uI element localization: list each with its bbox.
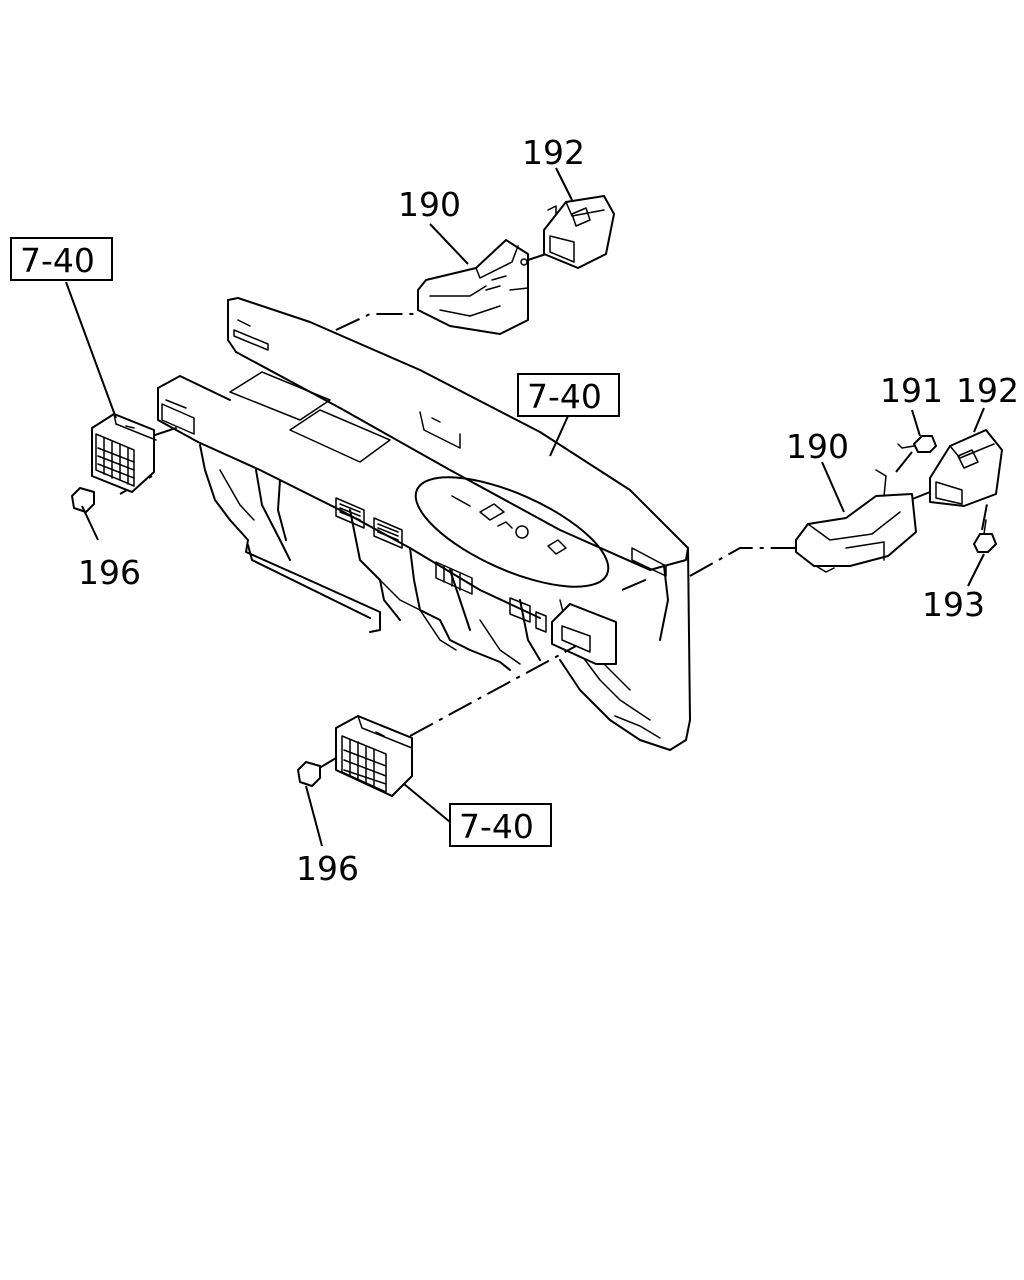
upper-duct-192: [543, 195, 615, 269]
callout-7-40-center: 7-40: [527, 377, 602, 416]
callout-193-right: 193: [922, 585, 985, 624]
ref-box-bottom: [449, 803, 552, 847]
callout-7-40-left: 7-40: [20, 241, 95, 280]
bottom-vent: [335, 715, 413, 797]
instrument-panel: [157, 297, 691, 751]
callout-190-top: 190: [398, 185, 461, 224]
ref-box-center: [517, 373, 620, 417]
right-duct-190: [795, 469, 917, 573]
screw-191: [897, 435, 937, 453]
leader-lines: [65, 167, 985, 847]
bottom-clip-196: [297, 761, 321, 787]
callout-192-right: 192: [956, 371, 1019, 410]
callout-191-right: 191: [880, 371, 943, 410]
callout-192-top: 192: [522, 133, 585, 172]
left-clip-196: [71, 487, 95, 513]
right-duct-192: [929, 429, 1003, 507]
upper-duct-190: [417, 239, 529, 335]
clip-193: [973, 519, 997, 553]
callout-196-left: 196: [78, 553, 141, 592]
left-vent: [91, 413, 157, 493]
callout-labels: 192 190 7-40 7-40 196 191 192 190 193 7-…: [10, 133, 1019, 888]
callout-196-bottom: 196: [296, 849, 359, 888]
callout-7-40-bottom: 7-40: [459, 807, 534, 846]
ref-box-left: [10, 237, 113, 281]
callout-190-right: 190: [786, 427, 849, 466]
